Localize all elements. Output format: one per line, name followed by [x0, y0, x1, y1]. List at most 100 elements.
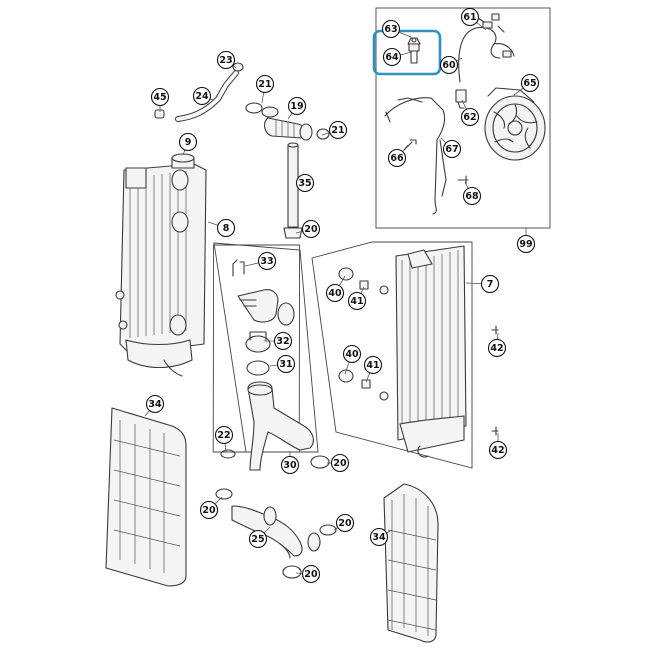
callout-c45: 45: [150, 87, 170, 107]
callout-c22: 22: [214, 425, 234, 445]
callout-circle: [276, 354, 296, 374]
callout-circle: [328, 120, 348, 140]
callout-circle: [460, 7, 480, 27]
grommet-part-40: [338, 267, 354, 383]
callout-c21b: 21: [328, 120, 348, 140]
clamp-part-21: [245, 102, 330, 140]
lower-hose-part-25: [231, 505, 321, 559]
callout-number: 19: [290, 101, 303, 112]
callout-c19: 19: [287, 96, 307, 116]
callout-c63: 63: [381, 19, 401, 39]
callout-number: 40: [328, 288, 342, 299]
callout-circle: [369, 527, 389, 547]
callout-c61: 61: [460, 7, 480, 27]
callout-number: 35: [298, 178, 311, 189]
sleeve-part-41: [359, 280, 371, 389]
callout-number: 62: [463, 112, 476, 123]
callout-number: 34: [372, 532, 386, 543]
callout-circle: [325, 283, 345, 303]
callout-c7: 7: [480, 274, 500, 294]
callout-number: 66: [390, 153, 404, 164]
screws-part-33: [232, 259, 245, 277]
callout-circle: [442, 139, 462, 159]
callout-c68: 68: [462, 186, 482, 206]
left-radiator-part-8: [115, 163, 207, 377]
callout-number: 20: [304, 224, 318, 235]
temperature-sensor-part-64: [407, 37, 421, 64]
callout-number: 61: [463, 12, 476, 23]
callout-circle: [330, 453, 350, 473]
callout-circle: [387, 148, 407, 168]
callout-number: 41: [366, 360, 379, 371]
callout-c20b: 20: [330, 453, 350, 473]
callout-number: 45: [153, 92, 166, 103]
callout-circle: [382, 47, 402, 67]
callout-circle: [287, 96, 307, 116]
hose-clamp-part-23: [232, 62, 244, 72]
callout-circle: [347, 291, 367, 311]
callout-number: 40: [345, 349, 359, 360]
callout-c30: 30: [280, 455, 300, 475]
callout-number: 42: [490, 343, 503, 354]
callout-c42b: 42: [488, 440, 508, 460]
right-radiator-part-7: [379, 245, 467, 458]
callout-number: 30: [283, 460, 297, 471]
radiator-guard-left-part-34: [105, 407, 187, 587]
callout-number: 41: [350, 296, 363, 307]
callout-number: 21: [331, 125, 344, 136]
fan-kit-box: [375, 7, 551, 229]
thermostat-part-32: [245, 331, 271, 353]
callout-circle: [199, 500, 219, 520]
callout-number: 64: [385, 52, 399, 63]
callout-c9: 9: [178, 132, 198, 152]
screw-part-66: [403, 139, 417, 151]
clamp-part-20: [215, 455, 337, 579]
callout-c66: 66: [387, 148, 407, 168]
callout-number: 60: [442, 60, 456, 71]
callout-number: 25: [251, 534, 264, 545]
callout-circle: [487, 338, 507, 358]
callout-number: 23: [219, 55, 232, 66]
o-ring-part-31: [246, 360, 270, 376]
callout-c41a: 41: [347, 291, 367, 311]
callout-number: 20: [333, 458, 347, 469]
callout-circle: [460, 107, 480, 127]
radiator-cap-part-9: [171, 153, 195, 169]
callout-c21a: 21: [255, 74, 275, 94]
callout-c32: 32: [273, 331, 293, 351]
callout-circle: [301, 219, 321, 239]
right-radiator-box: [311, 241, 473, 469]
callout-number: 42: [491, 445, 504, 456]
thermostat-hose-part-30: [247, 381, 314, 471]
wiring-harness-part-61: [458, 13, 515, 83]
callout-circle: [216, 50, 236, 70]
callout-number: 34: [148, 399, 162, 410]
callout-c64: 64: [382, 47, 402, 67]
callout-c31: 31: [276, 354, 296, 374]
callout-c67: 67: [442, 139, 462, 159]
callout-circle: [480, 274, 500, 294]
screw-part-42: [491, 325, 499, 436]
callout-circle: [214, 425, 234, 445]
callout-circle: [248, 529, 268, 549]
callout-circle: [216, 218, 236, 238]
upper-connector-part-19: [261, 106, 313, 141]
callout-c8: 8: [216, 218, 236, 238]
callout-circle: [192, 86, 212, 106]
callout-number: 9: [185, 137, 192, 148]
callout-circle: [363, 355, 383, 375]
callout-circle: [178, 132, 198, 152]
callout-circle: [520, 73, 540, 93]
callout-c20d: 20: [335, 513, 355, 533]
callout-circle: [295, 173, 315, 193]
callout-circle: [273, 331, 293, 351]
callout-circle: [439, 55, 459, 75]
callout-c20c: 20: [199, 500, 219, 520]
callout-circle: [150, 87, 170, 107]
callout-circle: [516, 234, 536, 254]
callout-circle: [301, 564, 321, 584]
callout-number: 68: [465, 191, 479, 202]
